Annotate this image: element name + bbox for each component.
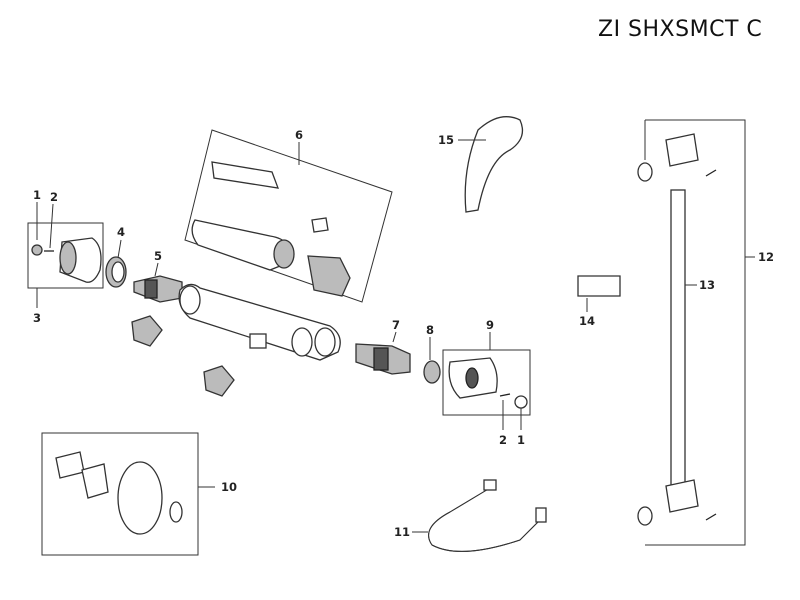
part-group-3 <box>27 202 104 308</box>
part-8 <box>423 337 441 384</box>
part-4 <box>105 239 127 288</box>
callout-11: 11 <box>394 525 410 539</box>
part-7 <box>355 331 411 375</box>
callout-4: 4 <box>117 225 125 239</box>
part-11-hose <box>412 479 547 552</box>
shower-valve-body <box>131 283 341 397</box>
callout-15: 15 <box>438 133 454 147</box>
callout-8: 8 <box>426 323 434 337</box>
callout-1: 1 <box>33 188 41 202</box>
model-title: ZI SHXSMCT C <box>598 17 763 42</box>
part-group-9 <box>442 332 531 430</box>
part-group-6 <box>184 129 393 303</box>
part-5 <box>133 262 183 303</box>
callout-3: 3 <box>33 311 41 325</box>
part-15-hand-shower <box>458 116 524 213</box>
callout-2: 2 <box>50 190 58 204</box>
callout-1b: 1 <box>517 433 525 447</box>
callout-6: 6 <box>295 128 303 142</box>
callout-7: 7 <box>392 318 400 332</box>
callout-14: 14 <box>579 314 595 328</box>
callout-5: 5 <box>154 249 162 263</box>
callout-9: 9 <box>486 318 494 332</box>
callout-13: 13 <box>699 278 715 292</box>
callout-12: 12 <box>758 250 774 264</box>
callout-2b: 2 <box>499 433 507 447</box>
part-group-10 <box>41 432 215 556</box>
part-group-12-rail <box>637 119 755 546</box>
callout-10: 10 <box>221 480 237 494</box>
part-14-slider <box>577 275 621 312</box>
